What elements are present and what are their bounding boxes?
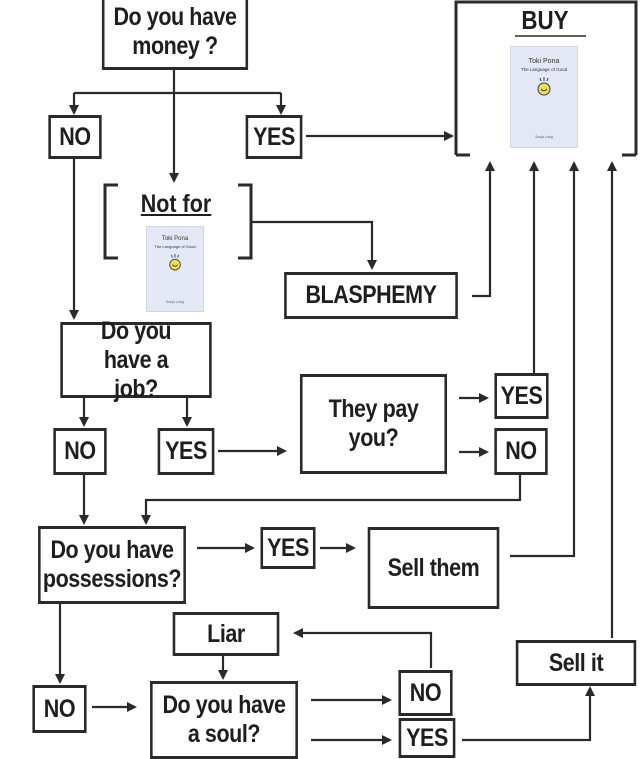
node-notfor-label: Not for xyxy=(140,190,212,218)
node-yes2-text: YES xyxy=(165,437,207,465)
smiley-icon-2 xyxy=(169,253,181,271)
book-cover-buy: Toki Pona The Language of Good Sonja Lan… xyxy=(510,46,578,148)
node-no5-text: NO xyxy=(409,678,442,707)
node-have-job: Do you have a job? xyxy=(60,317,212,403)
node-yes1: YES xyxy=(245,115,303,159)
node-yes2: YES xyxy=(157,428,215,475)
node-no3: NO xyxy=(494,428,548,475)
book-cover-notfor: Toki Pona The Language of Good Sonja Lan… xyxy=(146,226,204,312)
node-have-possessions: Do you have possessions? xyxy=(38,526,186,604)
node-sell-them: Sell them xyxy=(367,527,500,609)
node-no2: NO xyxy=(53,428,107,475)
notfor-box-frame xyxy=(103,183,253,260)
arrow-notfor-to-blasphemy xyxy=(252,220,377,270)
node-yes4: YES xyxy=(260,527,316,569)
node-sell-them-text: Sell them xyxy=(387,553,480,582)
node-no5: NO xyxy=(398,670,453,716)
node-no1-text: NO xyxy=(59,122,91,151)
arrow-blasphemy-to-buy xyxy=(472,161,495,298)
node-sell-it: Sell it xyxy=(515,640,637,686)
book-subtitle: The Language of Good xyxy=(520,66,568,72)
node-they-pay-text: They pay you? xyxy=(328,395,419,452)
node-no2-text: NO xyxy=(64,437,96,465)
node-yes5: YES xyxy=(398,718,456,758)
book-subtitle-2: The Language of Good xyxy=(154,243,196,249)
arrow-yes5-to-sellit xyxy=(462,686,595,742)
node-have-soul: Do you have a soul? xyxy=(150,681,298,759)
book-title-2: Toki Pona xyxy=(161,235,189,242)
node-have-possessions-text: Do you have possessions? xyxy=(42,536,182,593)
node-they-pay: They pay you? xyxy=(299,374,448,474)
node-buy-label: BUY xyxy=(521,5,569,35)
node-yes1-text: YES xyxy=(253,122,295,151)
node-no4: NO xyxy=(32,685,87,733)
node-have-money: Do you have money ? xyxy=(101,0,249,70)
node-liar: Liar xyxy=(172,612,280,656)
book-author-2: Sonja Lang xyxy=(166,300,184,305)
arrow-no5-to-liar xyxy=(293,628,433,668)
node-sell-it-text: Sell it xyxy=(548,648,604,677)
smiley-icon xyxy=(537,76,551,96)
node-have-soul-text: Do you have a soul? xyxy=(162,691,286,748)
node-yes3: YES xyxy=(494,373,549,419)
node-no3-text: NO xyxy=(505,437,537,465)
node-yes4-text: YES xyxy=(267,533,309,562)
book-author: Sonja Lang xyxy=(535,135,553,139)
node-yes3-text: YES xyxy=(500,381,543,410)
node-blasphemy-text: BLASPHEMY xyxy=(305,281,437,309)
node-have-job-text: Do you have a job? xyxy=(100,316,172,403)
node-no1: NO xyxy=(48,115,102,159)
arrow-sellthem-to-buy xyxy=(510,161,579,558)
node-no4-text: NO xyxy=(43,694,76,723)
book-title: Toki Pona xyxy=(528,57,560,65)
arrow-no3-to-possessions xyxy=(141,475,522,525)
node-liar-text: Liar xyxy=(207,619,245,648)
node-yes5-text: YES xyxy=(406,723,448,752)
node-blasphemy: BLASPHEMY xyxy=(284,272,458,319)
buy-box-frame xyxy=(454,0,638,157)
node-have-money-text: Do you have money ? xyxy=(113,3,237,60)
